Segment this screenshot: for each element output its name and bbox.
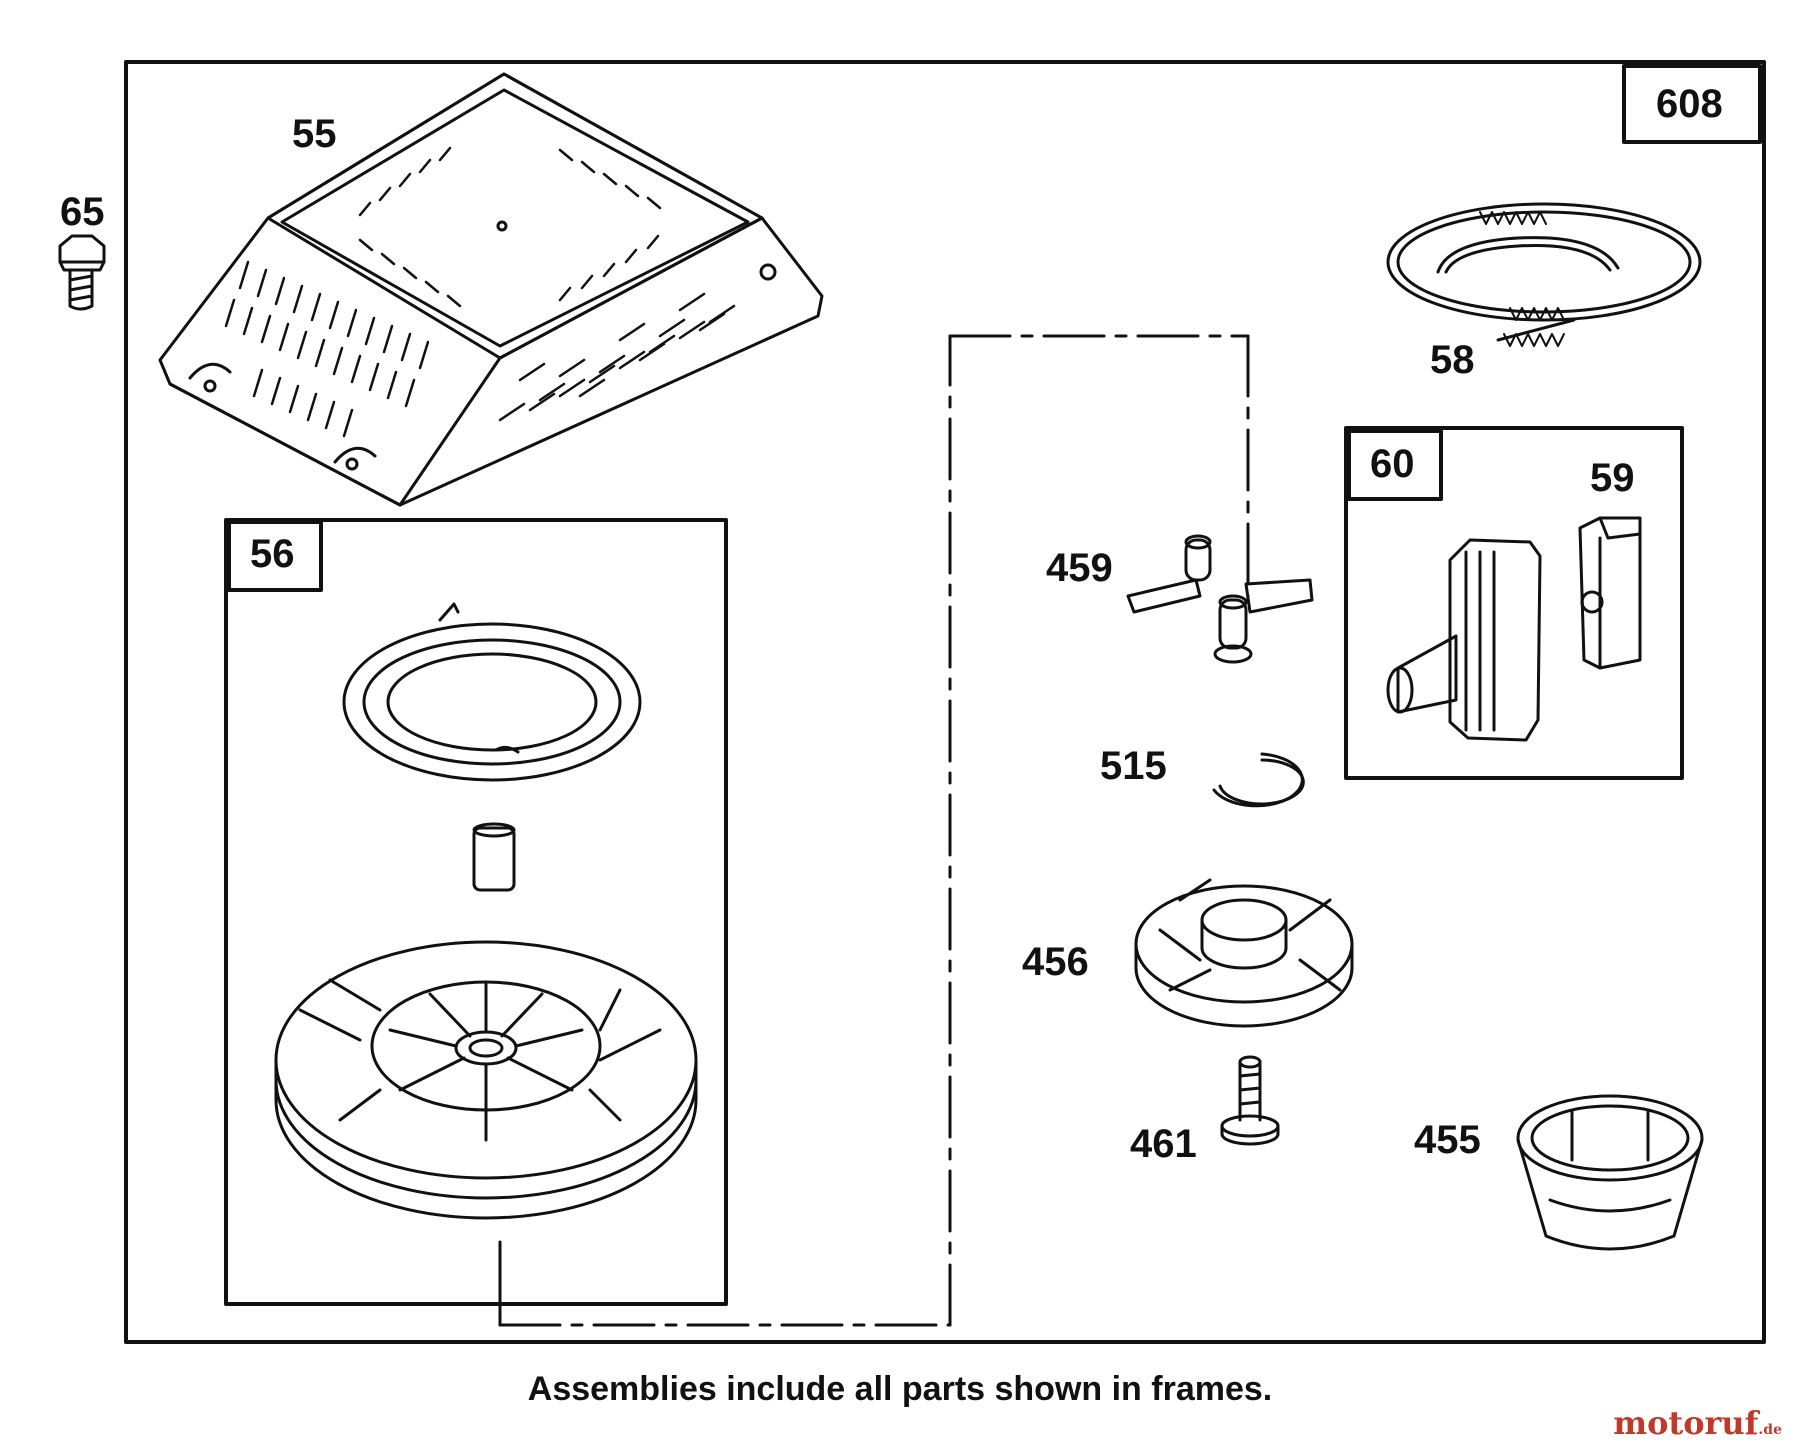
part-label-58: 58 (1430, 338, 1475, 382)
frame-56 (224, 518, 728, 1306)
part-label-65: 65 (60, 190, 105, 234)
clip-part (1578, 516, 1642, 670)
part-label-56: 56 (250, 532, 295, 576)
part-label-55: 55 (292, 112, 337, 156)
part-label-456: 456 (1022, 940, 1089, 984)
diagram-caption: Assemblies include all parts shown in fr… (527, 1370, 1273, 1408)
blower-housing-part (158, 72, 824, 507)
pulley-part (274, 940, 698, 1220)
part-label-60: 60 (1370, 442, 1415, 486)
site-watermark: motoruf.de (1613, 1404, 1782, 1442)
retainer-ring-part (1212, 752, 1305, 808)
watermark-tld: .de (1758, 1422, 1782, 1438)
spacer-part (472, 822, 516, 892)
bolt-part (58, 234, 106, 311)
watermark-brand: motoruf (1613, 1404, 1759, 1442)
air-filter-part (1386, 538, 1542, 742)
assembly-label-608: 608 (1656, 82, 1723, 126)
part-label-455: 455 (1414, 1118, 1481, 1162)
fuel-line-part (1386, 202, 1702, 347)
assembly-608-tag (1622, 64, 1762, 144)
part-label-459: 459 (1046, 546, 1113, 590)
frame-56-tag (227, 520, 323, 592)
ratchet-part (1134, 878, 1354, 1028)
connection-line (498, 334, 1250, 1327)
part-label-59: 59 (1590, 456, 1635, 500)
recoil-spring-part (342, 602, 642, 782)
frame-60-tag (1347, 429, 1443, 501)
part-label-461: 461 (1130, 1122, 1197, 1166)
frame-60 (1344, 426, 1684, 780)
part-label-515: 515 (1100, 744, 1167, 788)
pawl-part (1126, 534, 1314, 664)
starter-cup-part (1516, 1094, 1704, 1251)
main-assembly-frame (124, 60, 1766, 1344)
screw-part (1220, 1055, 1280, 1146)
